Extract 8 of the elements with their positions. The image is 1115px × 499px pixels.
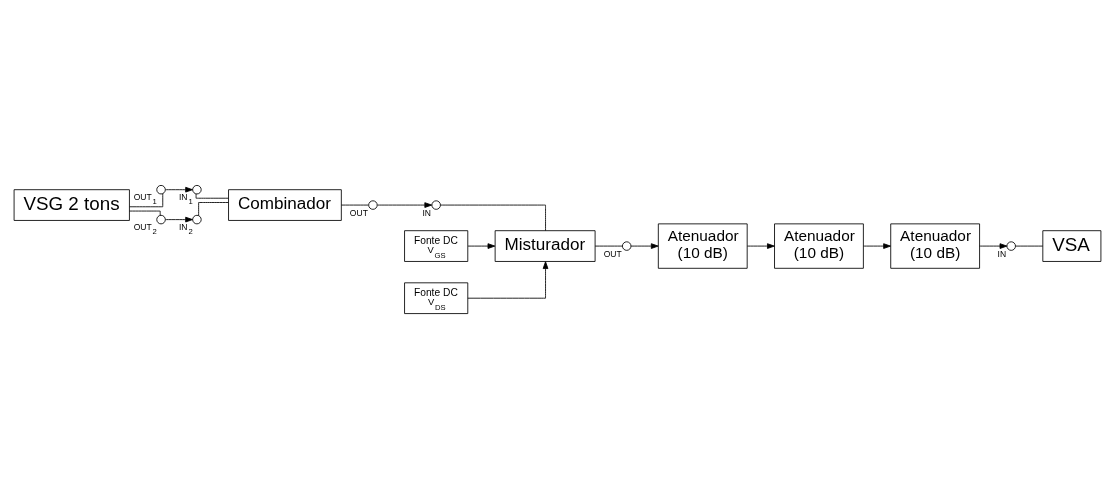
node-label: OUT — [603, 249, 622, 260]
node-label: OUT$_{2}$ — [133, 221, 157, 237]
node-label: OUT — [349, 208, 368, 219]
node-label: OUT$_{1}$ — [133, 191, 157, 207]
node-label: IN — [997, 249, 1007, 260]
node-label: IN$_{2}$ — [178, 221, 193, 237]
node-label: IN — [422, 208, 432, 219]
node-label: IN$_{1}$ — [178, 191, 193, 207]
